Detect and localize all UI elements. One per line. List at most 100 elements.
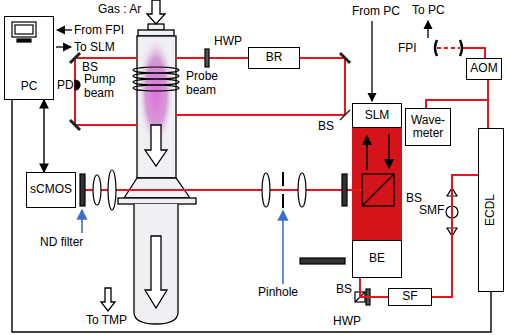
part-label: PD: [57, 79, 74, 93]
mirrors-part: [70, 53, 80, 63]
part-label: To PC: [412, 4, 445, 18]
part-label: Pump beam: [84, 73, 120, 101]
laser-beams-part: [462, 48, 485, 58]
mirrors-part: [340, 53, 350, 63]
optics-part: [435, 40, 437, 56]
part-label: ND filter: [40, 236, 83, 250]
connector: [360, 278, 388, 297]
mirrors-part: [70, 120, 80, 130]
device-box: SLM: [352, 103, 402, 128]
part-label: From FPI: [74, 24, 124, 38]
connector: [487, 80, 489, 128]
optics-part: [262, 173, 270, 207]
optics-part: [298, 173, 306, 207]
signal-arrows-part: [56, 46, 71, 47]
box-label: BE: [369, 252, 385, 265]
optics-part: [460, 40, 462, 56]
optics-part: [282, 172, 284, 186]
part-label: Pinhole: [258, 286, 298, 300]
device-box: Wave-meter: [405, 108, 451, 146]
discharge-tube-part: [145, 236, 167, 308]
laser-beams-part: [75, 57, 137, 59]
laser-beams-part: [437, 47, 460, 49]
part-label: From PC: [352, 5, 400, 19]
discharge-tube-part-part: [133, 73, 179, 79]
box-label: AOM: [470, 62, 497, 75]
optics-part: [93, 175, 101, 205]
optics-part: [108, 170, 116, 210]
signal-arrows-part: [371, 21, 372, 101]
box-label: BR: [266, 51, 283, 64]
discharge-tube-part: [147, 0, 165, 24]
computer-icon-part: [15, 25, 33, 34]
connector: [43, 100, 44, 172]
expanded-beam-part: [366, 136, 368, 170]
device-box: BR: [248, 47, 300, 69]
discharge-tube-part: [138, 30, 174, 36]
connector: [12, 100, 491, 332]
optics-part: [80, 174, 85, 206]
box-label: sCMOS: [30, 183, 72, 196]
discharge-tube-part-part: [133, 79, 179, 85]
pointer-arrows: [82, 210, 283, 284]
signal-arrows-part: [57, 29, 72, 30]
box-label: SF: [402, 290, 417, 303]
part-label: BS: [336, 283, 352, 297]
laser-beams-part: [75, 58, 137, 125]
discharge-tube-part: [145, 125, 167, 166]
laser-beams-part: [85, 189, 362, 191]
optics-part: [282, 194, 284, 208]
discharge-tube-part: [118, 198, 196, 204]
part-label: Gas : Ar: [98, 3, 141, 17]
optics: [75, 40, 462, 305]
box-label: ECDL: [484, 194, 497, 226]
expanded-beam-part: [388, 134, 390, 168]
expanded-beam-part: [352, 128, 402, 240]
pointer-arrows-part: [81, 210, 83, 233]
mirrors-part: [340, 110, 350, 120]
laser-box: ECDL: [478, 128, 504, 292]
computer-icon: [12, 22, 36, 42]
optics-part: [75, 80, 80, 90]
pointer-arrows-part: [282, 211, 284, 284]
mirrors: [70, 53, 350, 130]
device-box: SF: [388, 288, 432, 306]
discharge-tube-part: [137, 36, 176, 178]
device-box: AOM: [466, 58, 502, 80]
part-label: Probe beam: [186, 70, 228, 98]
camera-box: sCMOS: [26, 172, 76, 208]
part-label: To SLM: [74, 41, 115, 55]
part-label: BS: [318, 120, 334, 134]
part-label: HWP: [333, 315, 361, 329]
box-label: SLM: [365, 109, 390, 122]
part-label: SMF: [419, 204, 444, 218]
laser-beams-part: [300, 58, 345, 115]
optics-part: [205, 49, 209, 67]
laser-beams-part: [176, 114, 345, 116]
computer-icon-part: [12, 22, 36, 37]
box-label: PC: [21, 80, 38, 93]
computer-box: PC: [4, 16, 54, 100]
optics-part: [342, 174, 347, 206]
part-label: HWP: [214, 35, 242, 49]
optics-part: [300, 258, 345, 264]
laser-beams: [75, 48, 488, 190]
discharge-tube-part-part: [133, 85, 179, 91]
laser-beams-part: [426, 100, 488, 108]
signal-arrows: [56, 21, 428, 101]
part-label: To TMP: [86, 314, 127, 328]
discharge-tube: [101, 0, 196, 324]
part-label: FPI: [398, 42, 417, 56]
discharge-tube-part: [133, 67, 179, 91]
expanded-beam-part: [362, 174, 394, 206]
discharge-tube-part: [124, 178, 190, 198]
connector: [432, 175, 478, 297]
laser-beams-part: [176, 57, 248, 59]
computer-icon-part: [17, 39, 31, 42]
discharge-tube-part: [134, 204, 178, 324]
discharge-tube-part-part: [133, 67, 179, 73]
discharge-tube-part: [101, 288, 115, 311]
expanded-beam-part: [362, 174, 394, 206]
device-box: BE: [352, 240, 402, 278]
